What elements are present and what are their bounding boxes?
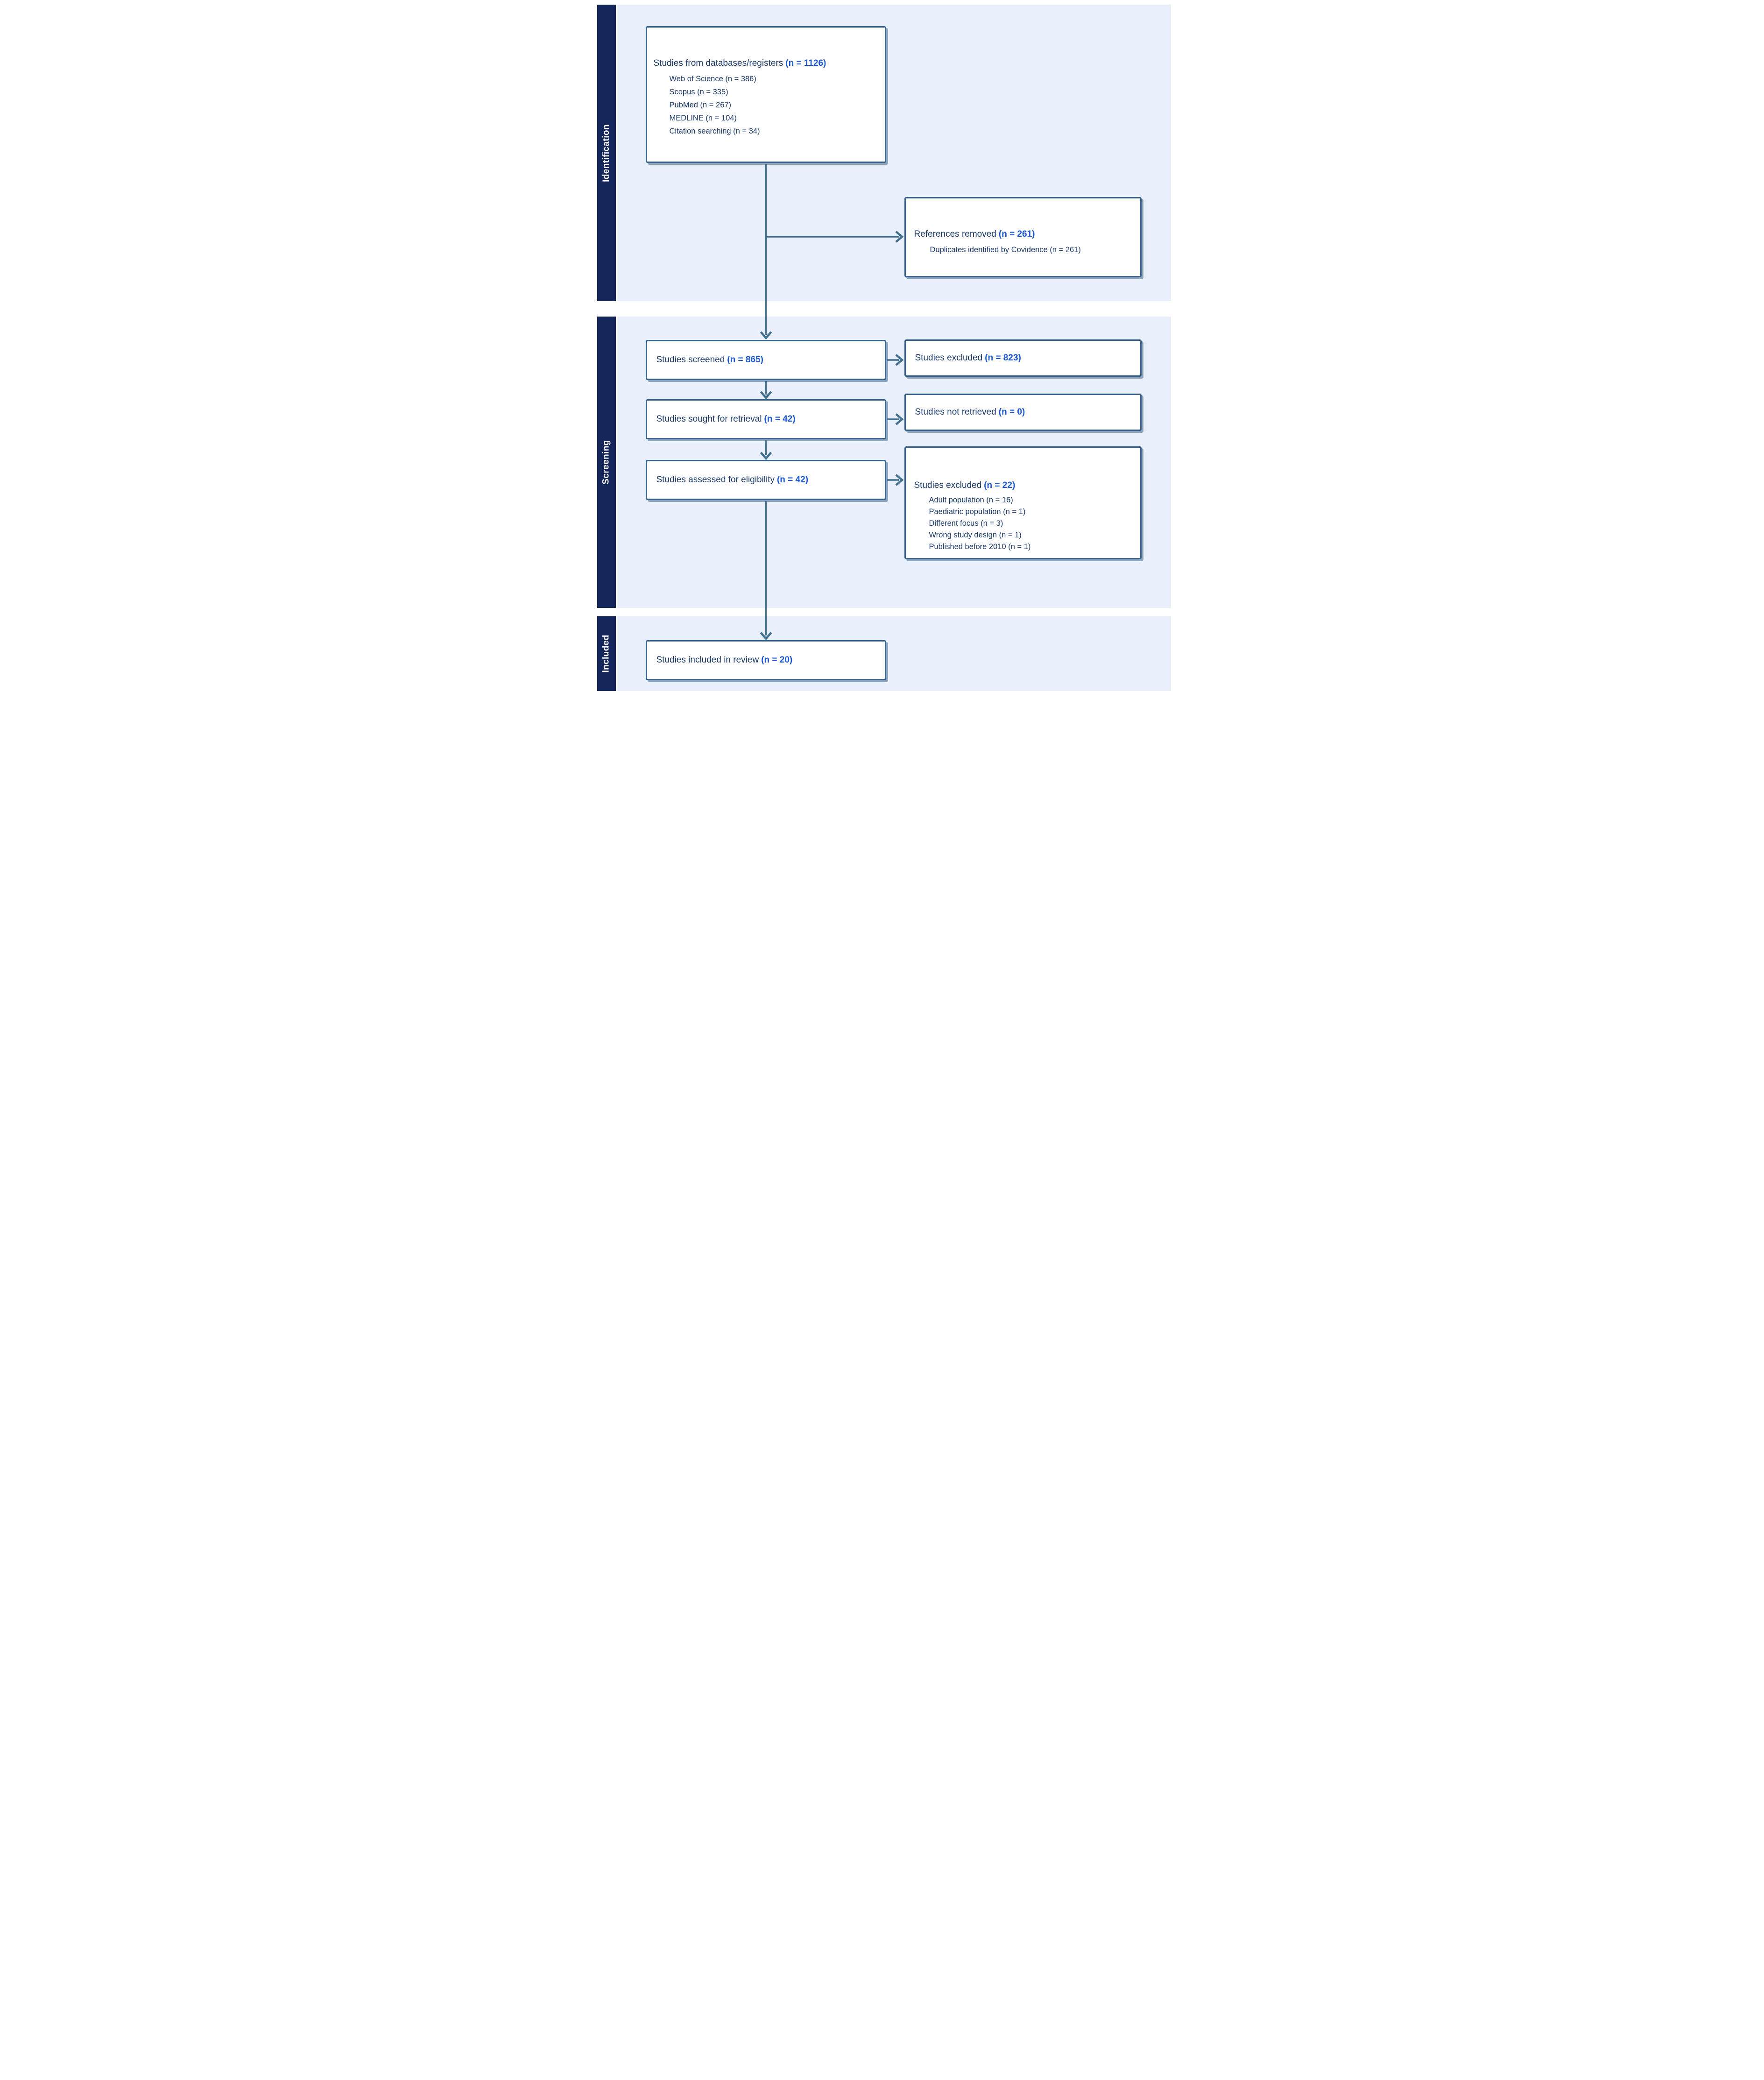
- list-item: Wrong study design (n = 1): [929, 531, 1022, 539]
- box-count: (n = 42): [776, 475, 809, 485]
- box-heading: References removed(n = 261): [914, 228, 1135, 240]
- box-heading: Studies assessed for eligibility(n = 42): [656, 474, 879, 486]
- included-sidebar: Included: [597, 616, 616, 691]
- box-heading: Studies not retrieved(n = 0): [915, 406, 1135, 418]
- list-item: Scopus (n = 335): [669, 88, 728, 96]
- list-item: PubMed (n = 267): [669, 101, 732, 109]
- box-heading: Studies from databases/registers(n = 112…: [654, 57, 879, 70]
- box-count: (n = 20): [761, 655, 793, 665]
- box-studies-not-retrieved: Studies not retrieved(n = 0): [904, 394, 1142, 431]
- box-title: Studies excluded: [914, 480, 982, 490]
- box-studies-screened: Studies screened(n = 865): [645, 340, 886, 380]
- identification-label: Identification: [601, 124, 611, 182]
- box-heading: Studies excluded(n = 22): [914, 479, 1135, 492]
- box-title: Studies screened: [656, 355, 725, 365]
- box-count: (n = 42): [764, 414, 796, 424]
- box-title: Studies included in review: [656, 655, 759, 665]
- box-count: (n = 865): [727, 355, 763, 365]
- box-count: (n = 261): [998, 229, 1035, 239]
- box-heading: Studies sought for retrieval(n = 42): [656, 413, 879, 425]
- list-item: Citation searching (n = 34): [669, 127, 760, 135]
- box-title: Studies from databases/registers: [653, 58, 783, 68]
- box-title: Studies excluded: [915, 353, 983, 363]
- box-references-removed: References removed(n = 261) Duplicates i…: [904, 197, 1142, 277]
- box-heading: Studies excluded(n = 823): [915, 352, 1135, 364]
- exclusion-reason-list: Adult population (n = 16) Paediatric pop…: [914, 494, 1135, 553]
- box-studies-assessed: Studies assessed for eligibility(n = 42): [645, 460, 886, 500]
- box-studies-excluded-eligibility: Studies excluded(n = 22) Adult populatio…: [904, 446, 1142, 559]
- list-item: Web of Science (n = 386): [669, 75, 756, 83]
- included-label: Included: [601, 635, 611, 673]
- box-studies-excluded-screening: Studies excluded(n = 823): [904, 339, 1142, 377]
- list-item: MEDLINE (n = 104): [669, 114, 737, 122]
- box-studies-sought: Studies sought for retrieval(n = 42): [645, 399, 886, 439]
- box-studies-from-databases: Studies from databases/registers(n = 112…: [645, 26, 886, 163]
- identification-sidebar: Identification: [597, 5, 616, 301]
- box-count: (n = 823): [985, 353, 1021, 363]
- box-title: Studies sought for retrieval: [656, 414, 762, 424]
- list-item: Duplicates identified by Covidence (n = …: [930, 246, 1081, 254]
- database-source-list: Web of Science (n = 386) Scopus (n = 335…: [654, 72, 879, 138]
- list-item: Adult population (n = 16): [929, 496, 1013, 504]
- screening-label: Screening: [601, 440, 611, 485]
- box-title: Studies not retrieved: [915, 407, 996, 417]
- removed-reason-list: Duplicates identified by Covidence (n = …: [914, 243, 1135, 256]
- list-item: Paediatric population (n = 1): [929, 508, 1026, 516]
- box-title: References removed: [914, 229, 996, 239]
- box-count: (n = 1126): [785, 58, 826, 68]
- box-count: (n = 0): [998, 407, 1025, 417]
- box-heading: Studies included in review(n = 20): [656, 654, 879, 666]
- box-title: Studies assessed for eligibility: [656, 475, 775, 485]
- box-studies-included: Studies included in review(n = 20): [645, 640, 886, 680]
- screening-sidebar: Screening: [597, 317, 616, 608]
- box-heading: Studies screened(n = 865): [656, 354, 879, 366]
- list-item: Published before 2010 (n = 1): [929, 543, 1031, 551]
- box-count: (n = 22): [984, 480, 1016, 490]
- list-item: Different focus (n = 3): [929, 519, 1003, 528]
- prisma-flow-diagram: Identification Screening Included St: [588, 0, 1176, 693]
